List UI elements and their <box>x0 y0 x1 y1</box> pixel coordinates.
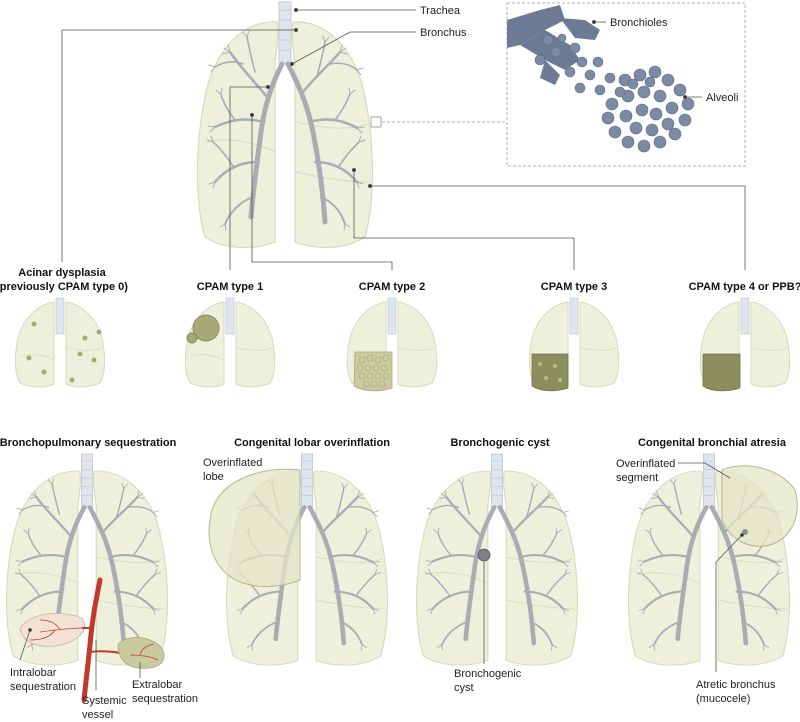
bronchogenic-cyst-label: Bronchogenic <box>454 668 522 680</box>
systemic-vessel-label-2: vessel <box>82 709 113 721</box>
bc-title: Bronchogenic cyst <box>450 437 549 449</box>
systemic-vessel <box>81 577 103 703</box>
cpam-type2-title: CPAM type 2 <box>359 281 425 293</box>
clo-lungs <box>208 454 389 666</box>
cpam-type2-lungs <box>346 297 438 392</box>
alveoli-callout-box <box>382 2 746 167</box>
top-leader-lines <box>289 7 702 100</box>
bps-lungs <box>5 454 169 703</box>
bronchogenic-cyst-label-2: cyst <box>454 682 474 694</box>
bc-lungs <box>415 454 579 666</box>
intralobar-sequestration-region <box>19 613 85 647</box>
overinflated-segment-label-2: segment <box>616 472 658 484</box>
cpam-type4-title: CPAM type 4 or PPB? <box>689 281 800 293</box>
cpam-type3-lungs <box>528 297 620 392</box>
bronchiole-tube-illustration <box>507 5 600 85</box>
acinar-dysplasia-title: Acinar dysplasia <box>18 267 106 279</box>
intralobar-label: Intralobar <box>10 667 57 679</box>
overinflated-segment-region <box>721 465 798 547</box>
cba-lungs <box>627 454 798 666</box>
cpam-type1-title: CPAM type 1 <box>197 281 263 293</box>
bronchus-label: Bronchus <box>420 27 467 39</box>
cba-title: Congenital bronchial atresia <box>638 437 787 449</box>
alveoli-cluster-illustration <box>534 33 695 153</box>
acinar-dysplasia-subtitle: (previously CPAM type 0) <box>0 281 128 293</box>
cpam-type4-lungs <box>699 297 791 392</box>
cpam-type3-title: CPAM type 3 <box>541 281 607 293</box>
alveoli-label: Alveoli <box>706 92 738 104</box>
bps-title: Bronchopulmonary sequestration <box>0 437 177 449</box>
overinflated-segment-label: Overinflated <box>616 458 675 470</box>
overinflated-lobe-label-2: lobe <box>203 471 224 483</box>
bronchogenic-cyst-marker <box>477 548 491 562</box>
overinflated-lobe-region <box>208 468 301 587</box>
cpam-connector-lines <box>61 27 746 270</box>
overinflated-lobe-label: Overinflated <box>203 457 262 469</box>
extralobar-label-2: sequestration <box>132 693 198 705</box>
clo-title: Congenital lobar overinflation <box>234 437 390 449</box>
atretic-bronchus-label: Atretic bronchus <box>696 679 776 691</box>
trachea-label: Trachea <box>420 5 461 17</box>
alveoli-zoom-target <box>370 116 382 128</box>
intralobar-label-2: sequestration <box>10 681 76 693</box>
mucocele-marker <box>742 529 748 535</box>
cpam-type1-lungs <box>184 297 276 388</box>
acinar-dysplasia-lungs <box>14 297 106 388</box>
bronchioles-label: Bronchioles <box>610 17 668 29</box>
bps-leaders <box>19 628 141 690</box>
atretic-bronchus-label-2: (mucocele) <box>696 693 750 705</box>
extralobar-label: Extralobar <box>132 679 182 691</box>
systemic-vessel-label: Systemic <box>82 695 127 707</box>
main-lung-illustration <box>196 2 382 249</box>
cba-leaders <box>678 462 744 672</box>
